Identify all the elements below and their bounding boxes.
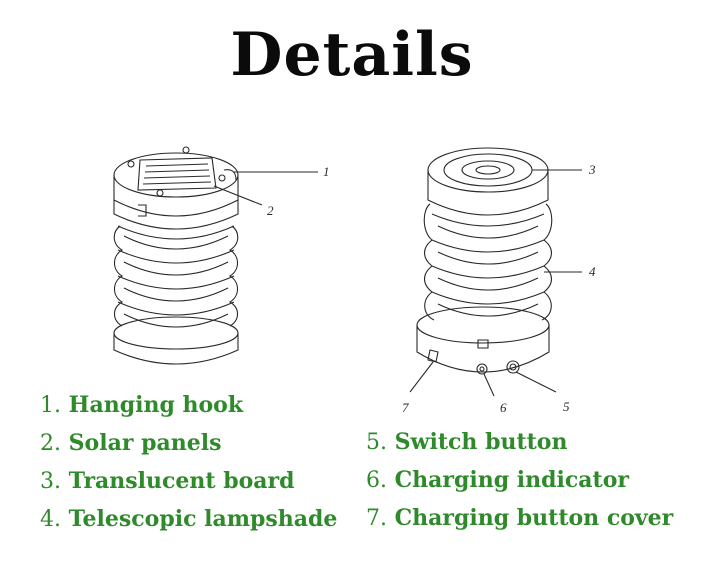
callout-1: 1 bbox=[323, 164, 330, 179]
callout-7: 7 bbox=[402, 400, 409, 415]
legend-item-solar-panels: 2. Solar panels bbox=[40, 430, 222, 456]
callout-2: 2 bbox=[267, 203, 274, 218]
legend-item-charging-indicator: 6. Charging indicator bbox=[366, 467, 629, 493]
legend-item-charging-button-cover: 7. Charging button cover bbox=[366, 505, 674, 531]
legend-item-switch-button: 5. Switch button bbox=[366, 429, 568, 455]
callout-6: 6 bbox=[500, 400, 507, 415]
legend-right: 5. Switch button 6. Charging indicator 7… bbox=[366, 423, 673, 537]
legend-item-translucent-board: 3. Translucent board bbox=[40, 468, 295, 494]
lantern-right-drawing bbox=[409, 147, 582, 397]
callout-3: 3 bbox=[589, 162, 596, 177]
page-title: Details bbox=[230, 20, 474, 90]
legend-item-hanging-hook: 1. Hanging hook bbox=[40, 392, 244, 418]
callout-5: 5 bbox=[563, 399, 570, 414]
callout-4: 4 bbox=[589, 264, 596, 279]
legend-left: 1. Hanging hook 2. Solar panels 3. Trans… bbox=[40, 386, 337, 538]
legend-item-telescopic-lampshade: 4. Telescopic lampshade bbox=[40, 506, 338, 532]
lantern-left-drawing bbox=[113, 146, 318, 365]
